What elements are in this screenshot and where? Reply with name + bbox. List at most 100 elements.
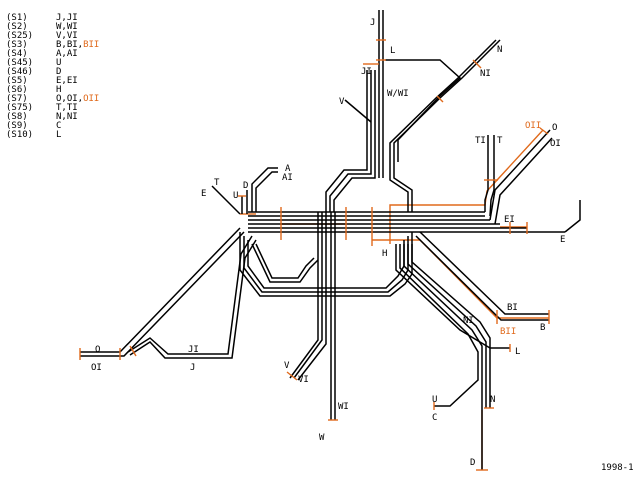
label-j-top: J xyxy=(370,18,375,28)
legend-code-s25: (S25) xyxy=(6,31,33,41)
tick-v-south xyxy=(286,371,298,381)
label-w-bottom: W xyxy=(319,433,325,443)
line-bi xyxy=(419,231,549,315)
label-v-top: V xyxy=(339,97,345,107)
label-d-left: D xyxy=(243,181,248,191)
legend-lines-s8: N,NI xyxy=(56,112,78,122)
label-a: A xyxy=(285,164,291,174)
label-t-left: T xyxy=(214,178,220,188)
line-t-right xyxy=(489,135,495,217)
legend-code-s3: (S3) xyxy=(6,40,28,50)
line-a-spur-1 xyxy=(251,167,278,212)
line-se-2 xyxy=(399,244,479,407)
line-j-southwest xyxy=(127,235,253,355)
legend-code-s9: (S9) xyxy=(6,121,28,131)
label-wi-bottom: WI xyxy=(338,402,349,412)
label-v-bottom: V xyxy=(284,361,290,371)
legend-lines-s75: T,TI xyxy=(56,103,78,113)
label-ti-top: TI xyxy=(475,136,486,146)
tick-n-top xyxy=(436,95,444,103)
legend-lines-s3: B,BI,BII xyxy=(56,40,99,50)
tick-oii xyxy=(539,127,549,135)
legend-lines-s9: C xyxy=(56,121,61,131)
tick-ni xyxy=(472,59,482,69)
legend-lines-s3-extra: BII xyxy=(83,40,99,50)
legend-code-s8: (S8) xyxy=(6,112,28,122)
label-bi: BI xyxy=(507,303,518,313)
label-ei: EI xyxy=(504,215,515,225)
line-v-south-3 xyxy=(297,212,327,381)
label-b: B xyxy=(540,323,545,333)
legend-lines-s7-main: O,OI, xyxy=(56,94,83,104)
label-oi-bottom: OI xyxy=(91,363,102,373)
line-o-southwest xyxy=(80,227,241,353)
legend-lines-s45: U xyxy=(56,58,61,68)
line-e-east-spur xyxy=(564,200,581,233)
label-oii: OII xyxy=(525,121,541,131)
line-b xyxy=(415,235,549,321)
legend-code-s4: (S4) xyxy=(6,49,28,59)
label-vi-bottom: VI xyxy=(298,375,309,385)
legend-code-s2: (S2) xyxy=(6,22,28,32)
line-n-north-2 xyxy=(389,39,497,212)
label-ni-bottom: NI xyxy=(463,316,474,326)
label-u-left: U xyxy=(233,191,238,201)
label-u-bottom: U xyxy=(432,395,437,405)
line-v-south-1 xyxy=(289,212,319,379)
legend-code-s6: (S6) xyxy=(6,85,28,95)
label-bii: BII xyxy=(500,327,516,337)
legend-lines-s3-main: B,BI, xyxy=(56,40,83,50)
label-c-bottom: C xyxy=(432,413,437,423)
label-t-top: T xyxy=(497,136,503,146)
legend-code-s45: (S45) xyxy=(6,58,33,68)
legend-code-s10: (S10) xyxy=(6,130,33,140)
line-a-spur-2 xyxy=(255,171,278,212)
line-se-3 xyxy=(403,244,483,470)
line-ji-southwest xyxy=(129,239,257,359)
label-ji: JI xyxy=(361,67,372,77)
legend-lines-s25: V,VI xyxy=(56,31,78,41)
line-ti-right xyxy=(484,135,489,212)
label-ni-top: NI xyxy=(480,69,491,79)
label-h: H xyxy=(382,249,387,259)
line-n-north-1 xyxy=(393,39,501,212)
ring-inner-2 xyxy=(255,243,315,279)
legend-lines-s2: W,WI xyxy=(56,22,78,32)
label-d-bottom: D xyxy=(470,458,475,468)
legend-code-s7: (S7) xyxy=(6,94,28,104)
line-ji-center-1 xyxy=(333,70,376,212)
terminus-markers xyxy=(79,39,550,471)
label-ji-bottom: JI xyxy=(188,345,199,355)
label-l-bottom: L xyxy=(515,347,520,357)
legend-lines-s10: L xyxy=(56,130,61,140)
legend-code-s75: (S75) xyxy=(6,103,33,113)
line-ji-center-2 xyxy=(329,70,372,212)
legend-code-s1: (S1) xyxy=(6,13,28,23)
label-n-bottom: N xyxy=(490,395,495,405)
legend-lines-s7: O,OI,OII xyxy=(56,94,99,104)
line-se-4 xyxy=(407,244,487,408)
line-l-north xyxy=(385,59,462,162)
line-t-spur xyxy=(211,185,241,215)
label-n-top: N xyxy=(497,45,502,55)
label-ai: AI xyxy=(282,173,293,183)
line-v-south-2 xyxy=(293,212,323,379)
ring-inner-1 xyxy=(251,243,319,283)
legend-lines-s46: D xyxy=(56,67,61,77)
label-o-top: O xyxy=(552,123,557,133)
legend-lines-s5: E,EI xyxy=(56,76,78,86)
label-o-bottom: O xyxy=(95,345,100,355)
label-j-bottom: J xyxy=(190,363,195,373)
legend-lines-s6: H xyxy=(56,85,61,95)
label-oi-top: OI xyxy=(550,139,561,149)
legend-lines-s7-extra: OII xyxy=(83,94,99,104)
legend-code-s46: (S46) xyxy=(6,67,33,77)
line-ni-se-1 xyxy=(395,244,510,349)
legend-lines-s4: A,AI xyxy=(56,49,78,59)
legend: (S1) (S2) (S25) (S3) (S4) (S45) (S46) (S… xyxy=(6,13,99,140)
label-wwi: W/WI xyxy=(387,89,409,99)
map-labels: J L N NI JI W/WI V OII O OI TI T A AI T … xyxy=(91,18,565,468)
line-o-upper xyxy=(489,129,551,221)
label-e-left: E xyxy=(201,189,206,199)
